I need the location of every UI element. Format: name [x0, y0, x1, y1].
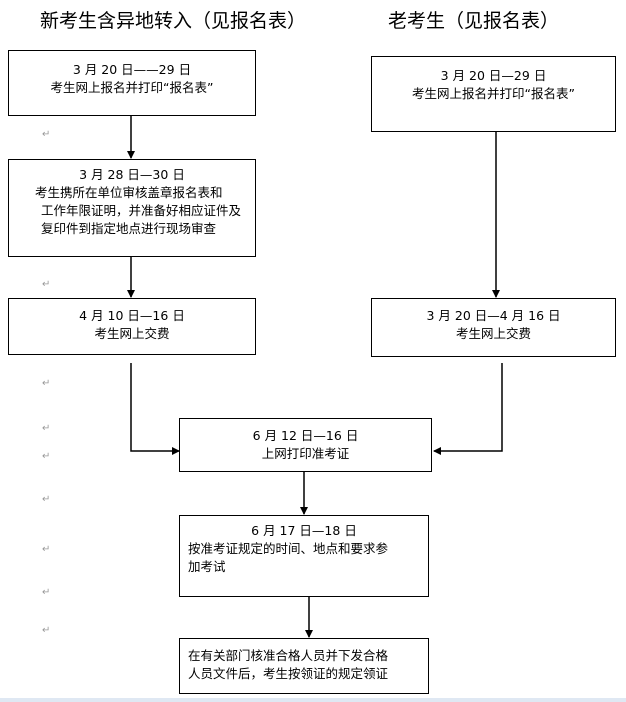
- step-date: 6 月 17 日—18 日: [251, 523, 357, 538]
- step-text: 考生网上交费: [94, 326, 170, 341]
- title-old-candidates: 老考生（见报名表）: [388, 10, 560, 32]
- step-date: 3 月 20 日—29 日: [440, 68, 547, 83]
- return-mark-icon: ↵: [42, 378, 51, 389]
- return-mark-icon: ↵: [42, 129, 51, 140]
- return-mark-icon: ↵: [42, 544, 51, 555]
- step-text: 工作年限证明，并准备好相应证件及: [41, 203, 242, 218]
- title-new-candidates: 新考生含异地转入（见报名表）: [40, 10, 307, 32]
- step-text: 人员文件后，考生按领证的规定领证: [188, 666, 389, 681]
- step-old-pay: 3 月 20 日—4 月 16 日 考生网上交费: [371, 298, 616, 357]
- step-text: 考生网上交费: [455, 326, 531, 341]
- arrow-new-pay-to-ticket: [130, 363, 180, 455]
- step-date: 3 月 20 日——29 日: [72, 62, 192, 77]
- step-text: 在有关部门核准合格人员并下发合格: [188, 648, 389, 663]
- step-exam: 6 月 17 日—18 日 按准考证规定的时间、地点和要求参 加考试: [179, 515, 429, 597]
- step-new-register: 3 月 20 日——29 日 考生网上报名并打印“报名表”: [8, 50, 256, 116]
- step-old-register: 3 月 20 日—29 日 考生网上报名并打印“报名表”: [371, 56, 616, 132]
- bottom-bar: [0, 698, 626, 702]
- return-mark-icon: ↵: [42, 625, 51, 636]
- step-text: 考生网上报名并打印“报名表”: [50, 80, 214, 95]
- arrow-old-pay-to-ticket: [433, 363, 503, 455]
- step-date: 3 月 28 日—30 日: [79, 167, 185, 182]
- step-print-ticket: 6 月 12 日—16 日 上网打印准考证: [179, 418, 432, 472]
- step-date: 3 月 20 日—4 月 16 日: [426, 308, 561, 323]
- step-text: 加考试: [188, 559, 226, 574]
- return-mark-icon: ↵: [42, 451, 51, 462]
- step-text: 按准考证规定的时间、地点和要求参: [188, 541, 389, 556]
- step-date: 4 月 10 日—16 日: [79, 308, 185, 323]
- step-text: 考生携所在单位审核盖章报名表和: [35, 185, 223, 200]
- step-certificate: 在有关部门核准合格人员并下发合格 人员文件后，考生按领证的规定领证: [179, 638, 429, 694]
- step-new-pay: 4 月 10 日—16 日 考生网上交费: [8, 298, 256, 355]
- return-mark-icon: ↵: [42, 423, 51, 434]
- step-text: 考生网上报名并打印“报名表”: [412, 86, 575, 101]
- return-mark-icon: ↵: [42, 587, 51, 598]
- step-date: 6 月 12 日—16 日: [252, 428, 359, 443]
- step-text: 复印件到指定地点进行现场审查: [41, 221, 217, 236]
- step-text: 上网打印准考证: [261, 446, 350, 461]
- return-mark-icon: ↵: [42, 494, 51, 505]
- return-mark-icon: ↵: [42, 279, 51, 290]
- step-new-review: 3 月 28 日—30 日 考生携所在单位审核盖章报名表和 工作年限证明，并准备…: [8, 159, 256, 257]
